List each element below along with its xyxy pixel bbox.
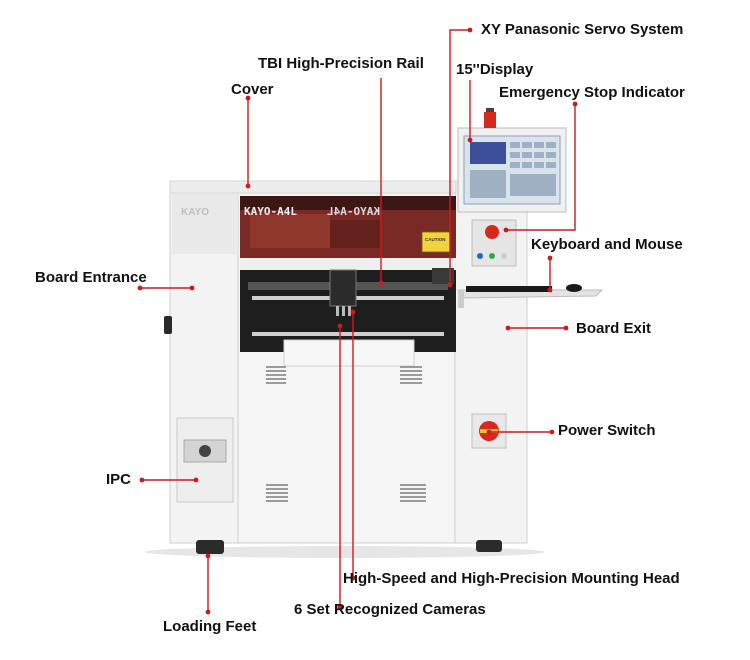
mouse <box>566 284 582 292</box>
window-header <box>240 196 456 210</box>
model-name-mirrored: KAYO-A4L <box>327 205 380 218</box>
label-cover: Cover <box>231 81 274 98</box>
label-mounting-head: High-Speed and High-Precision Mounting H… <box>343 570 680 587</box>
display-camera-view <box>470 142 506 164</box>
caster-left <box>196 540 224 554</box>
keyboard <box>466 286 552 292</box>
label-loading-feet: Loading Feet <box>163 618 257 635</box>
label-emergency-stop: Emergency Stop Indicator <box>499 84 685 101</box>
leader-emergency-stop <box>506 104 576 231</box>
leader-lines <box>140 29 576 612</box>
leader-xy-servo <box>449 29 470 285</box>
ipc-power-knob <box>199 445 211 457</box>
servo-motor <box>432 268 454 284</box>
emergency-stop-button <box>485 225 499 239</box>
cover-band <box>169 180 457 194</box>
label-board-entrance: Board Entrance <box>35 269 147 286</box>
panel-button-blue <box>477 253 483 259</box>
display-buttons <box>470 142 556 198</box>
label-cameras: 6 Set Recognized Cameras <box>294 601 486 618</box>
brand-panel <box>172 194 238 254</box>
label-keyboard-mouse: Keyboard and Mouse <box>531 236 683 253</box>
stop-indicator-light <box>484 112 496 128</box>
window-gantry-shadow <box>330 220 380 248</box>
caster-right <box>476 540 502 552</box>
nozzle-2 <box>342 306 345 316</box>
tray-support <box>458 290 464 308</box>
label-display: 15''Display <box>456 61 534 78</box>
stop-indicator-cap <box>486 108 494 112</box>
vent-group <box>266 366 426 502</box>
leader-dots <box>137 27 578 615</box>
panel-button-green <box>489 253 495 259</box>
model-name: KAYO-A4L <box>244 205 297 218</box>
caution-sticker <box>421 231 451 253</box>
conveyor-rail-bottom <box>252 332 444 336</box>
window-frame <box>240 258 456 272</box>
label-xy-servo: XY Panasonic Servo System <box>481 21 684 38</box>
label-power-switch: Power Switch <box>558 422 656 439</box>
front-plate <box>283 339 415 367</box>
label-board-exit: Board Exit <box>576 320 652 337</box>
side-handle <box>164 316 172 334</box>
label-ipc: IPC <box>106 471 132 488</box>
window-reflection <box>250 214 330 248</box>
panel-button-grey <box>501 253 507 259</box>
nozzle-1 <box>336 306 339 316</box>
caution-text: CAUTION <box>425 237 446 242</box>
ground-shadow <box>145 546 545 558</box>
brand-logo-left: KAYO <box>181 207 209 218</box>
mounting-head-body <box>329 269 357 307</box>
label-tbi-rail: TBI High-Precision Rail <box>258 55 424 72</box>
nozzle-3 <box>348 306 351 316</box>
